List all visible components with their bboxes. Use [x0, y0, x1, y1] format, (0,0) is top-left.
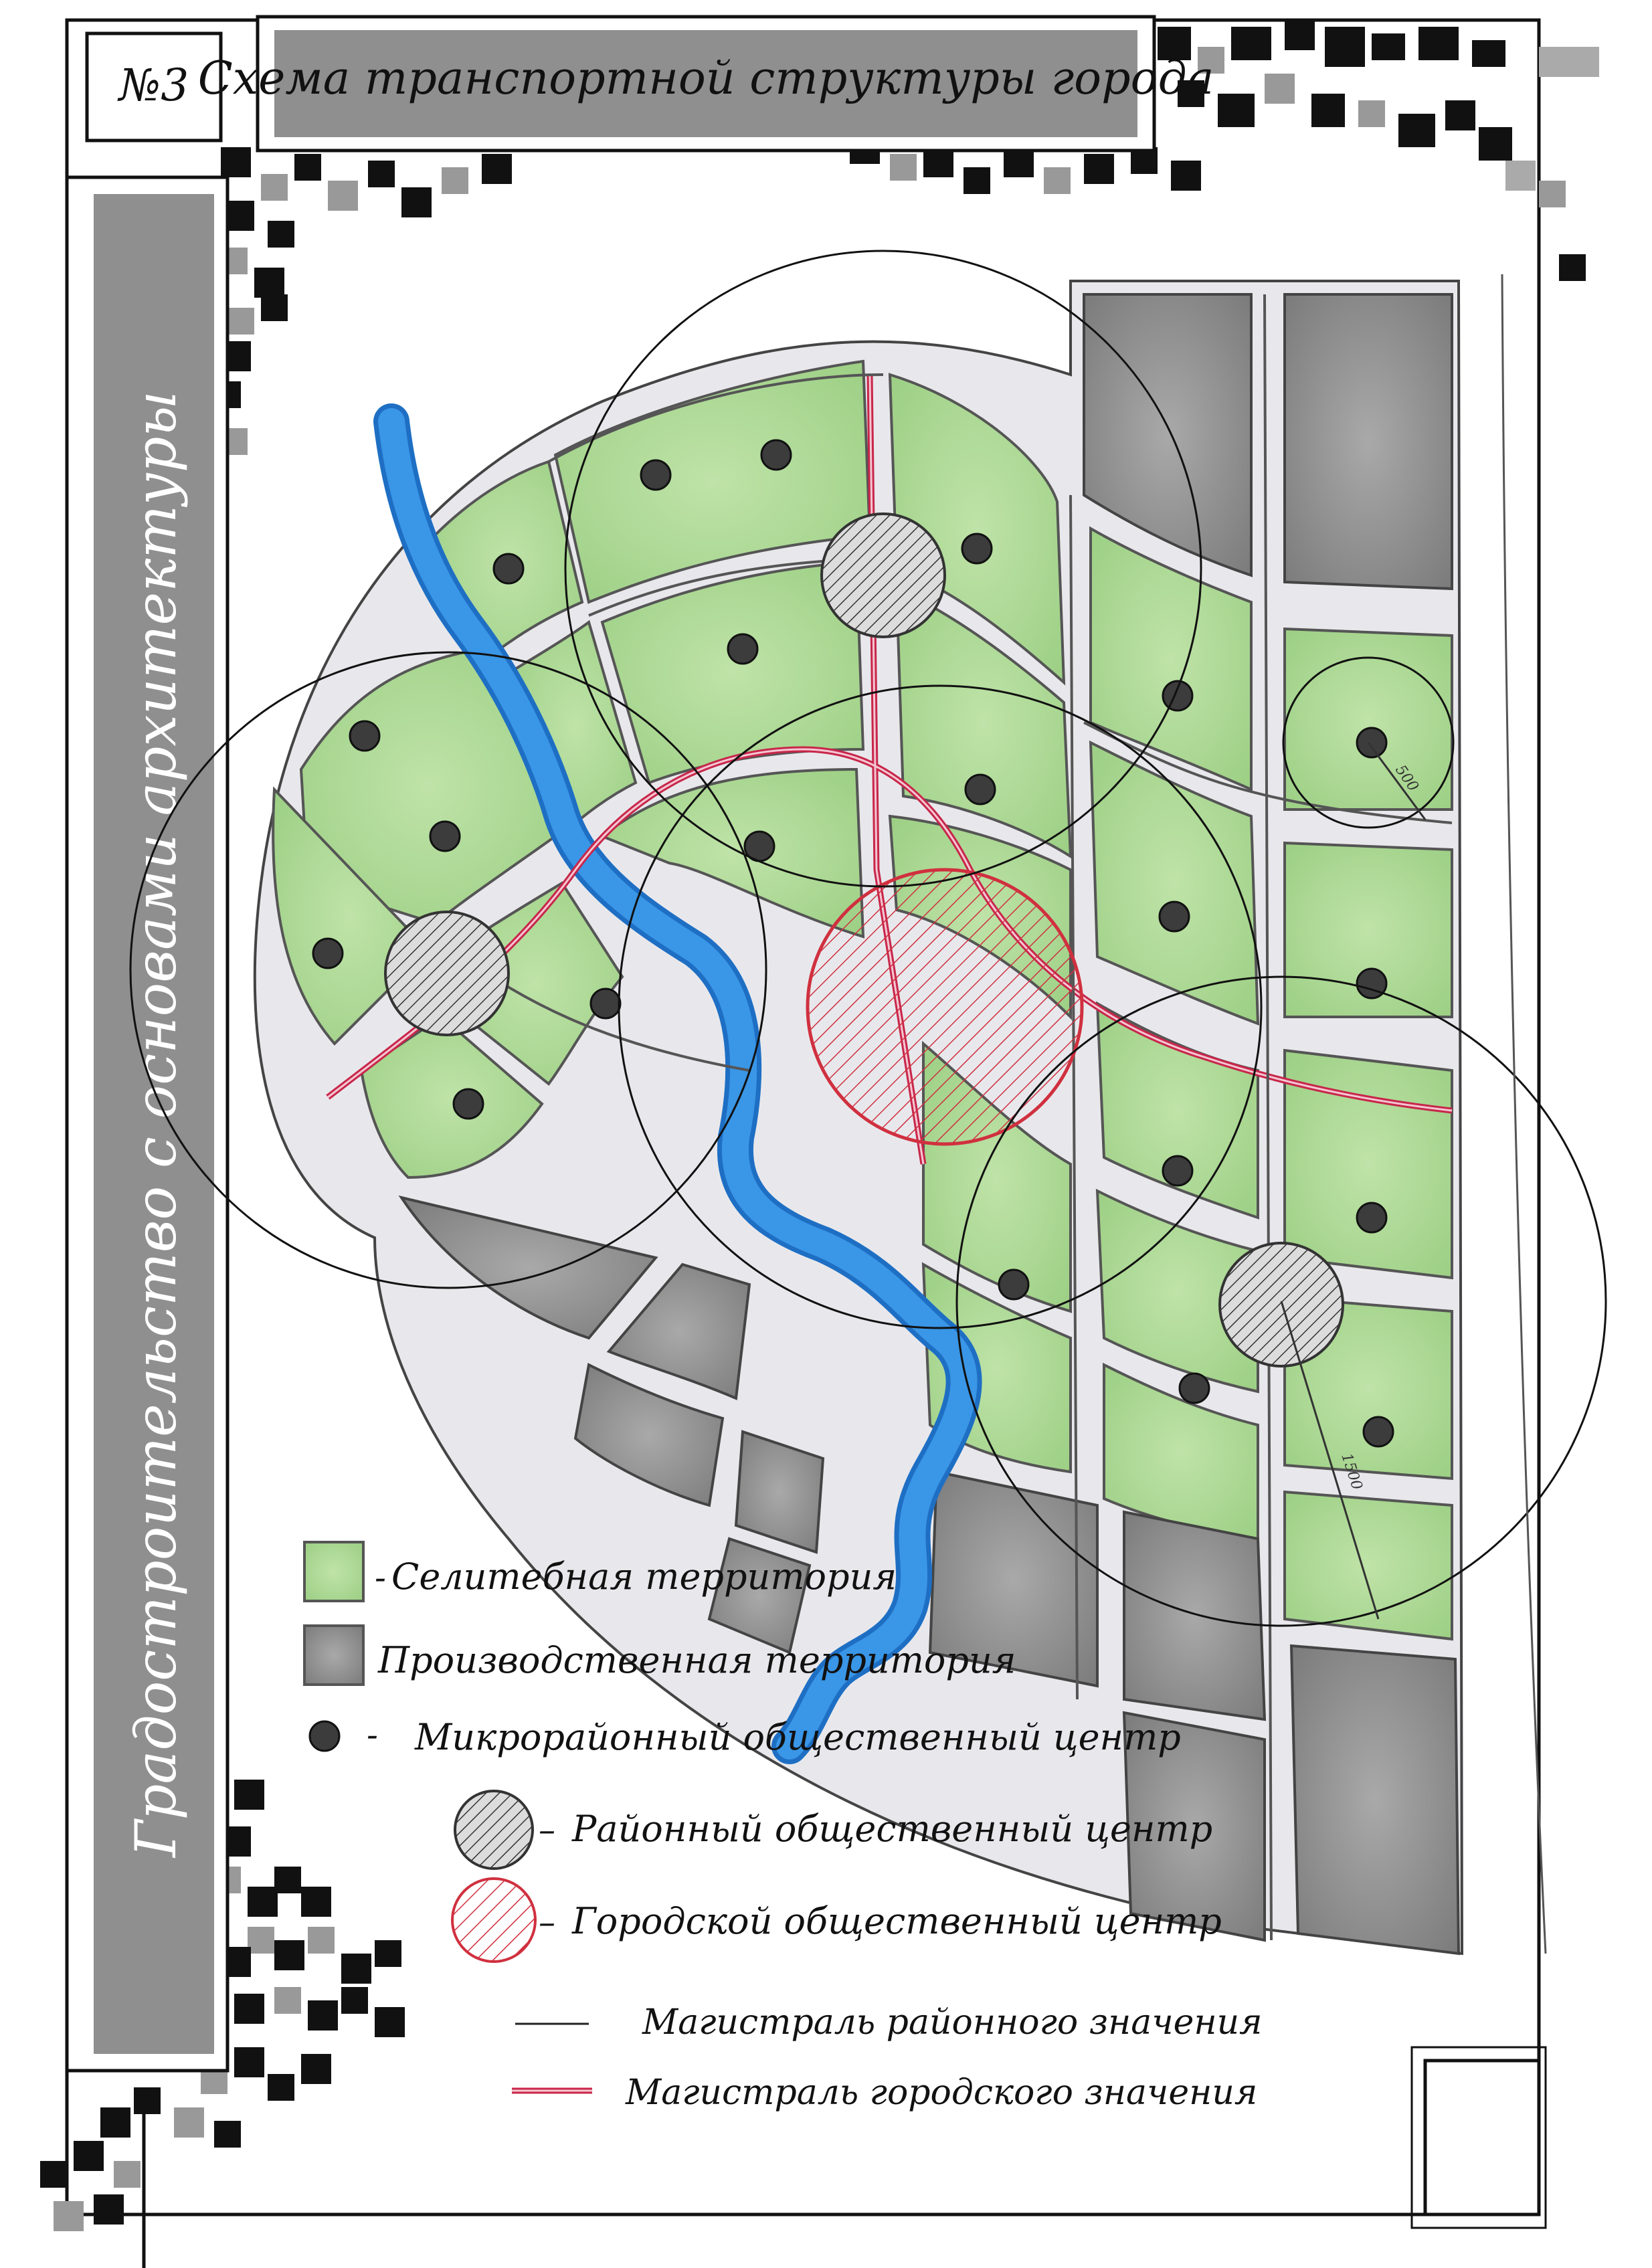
- city-map: 500 1500: [129, 250, 1607, 1956]
- service-radius-circles: [129, 250, 1607, 1627]
- residential-swatch: [303, 1541, 365, 1602]
- course-title: Градостроительство с основами архитектур…: [123, 391, 189, 1859]
- legend-prefix: –: [539, 1810, 555, 1849]
- legend-item-city-road: Магистраль городского значения: [512, 2073, 1257, 2113]
- district-center-hatch: [454, 1790, 534, 1870]
- city-center-hatch: [451, 1877, 537, 1963]
- legend-label: Городской общественный центр: [571, 1900, 1222, 1942]
- district-centers: [384, 512, 1344, 1367]
- legend-item-district-road: Магистраль районного значения: [515, 2002, 1263, 2043]
- legend-label: Микрорайонный общественный центр: [414, 1716, 1181, 1758]
- legend-label: Районный общественный центр: [571, 1808, 1212, 1850]
- river-inner: [378, 408, 978, 1760]
- legend-prefix: -: [375, 1558, 386, 1597]
- legend-item-district-center: – Районный общественный центр: [454, 1790, 1212, 1870]
- margin-line: [1501, 274, 1547, 1954]
- side-banner: Градостроительство с основами архитектур…: [65, 175, 230, 2073]
- legend-item-industrial: Производственная территория: [303, 1624, 1016, 1686]
- legend-prefix: -: [367, 1715, 378, 1754]
- radius-dimensions: [1280, 742, 1427, 1620]
- sheet-number-box: №3: [85, 31, 223, 143]
- title-banner: Схема транспортной структуры города: [198, 15, 1214, 153]
- legend: - Селитебная территория Производственная…: [303, 1541, 1263, 2113]
- legend-label: Производственная территория: [377, 1639, 1016, 1681]
- legend-item-microdistrict-center: - Микрорайонный общественный центр: [308, 1715, 1181, 1758]
- microdistrict-dot: [308, 1720, 341, 1752]
- sheet-number: №3: [117, 60, 189, 111]
- page-title: Схема транспортной структуры города: [198, 52, 1214, 105]
- legend-label: Селитебная территория: [391, 1555, 897, 1598]
- industrial-blocks: [398, 293, 1461, 1956]
- microdistrict-centers: [312, 439, 1394, 1448]
- legend-item-city-center: – Городской общественный центр: [451, 1877, 1222, 1963]
- industrial-swatch: [303, 1624, 365, 1686]
- mosaic-decoration-left: [201, 147, 512, 455]
- legend-label: Магистраль районного значения: [642, 2002, 1263, 2043]
- mosaic-decoration-top: [850, 20, 1599, 281]
- legend-item-residential: - Селитебная территория: [303, 1541, 897, 1602]
- legend-prefix: –: [539, 1903, 555, 1942]
- city-center: [806, 868, 1084, 1146]
- legend-label: Магистраль городского значения: [625, 2073, 1257, 2113]
